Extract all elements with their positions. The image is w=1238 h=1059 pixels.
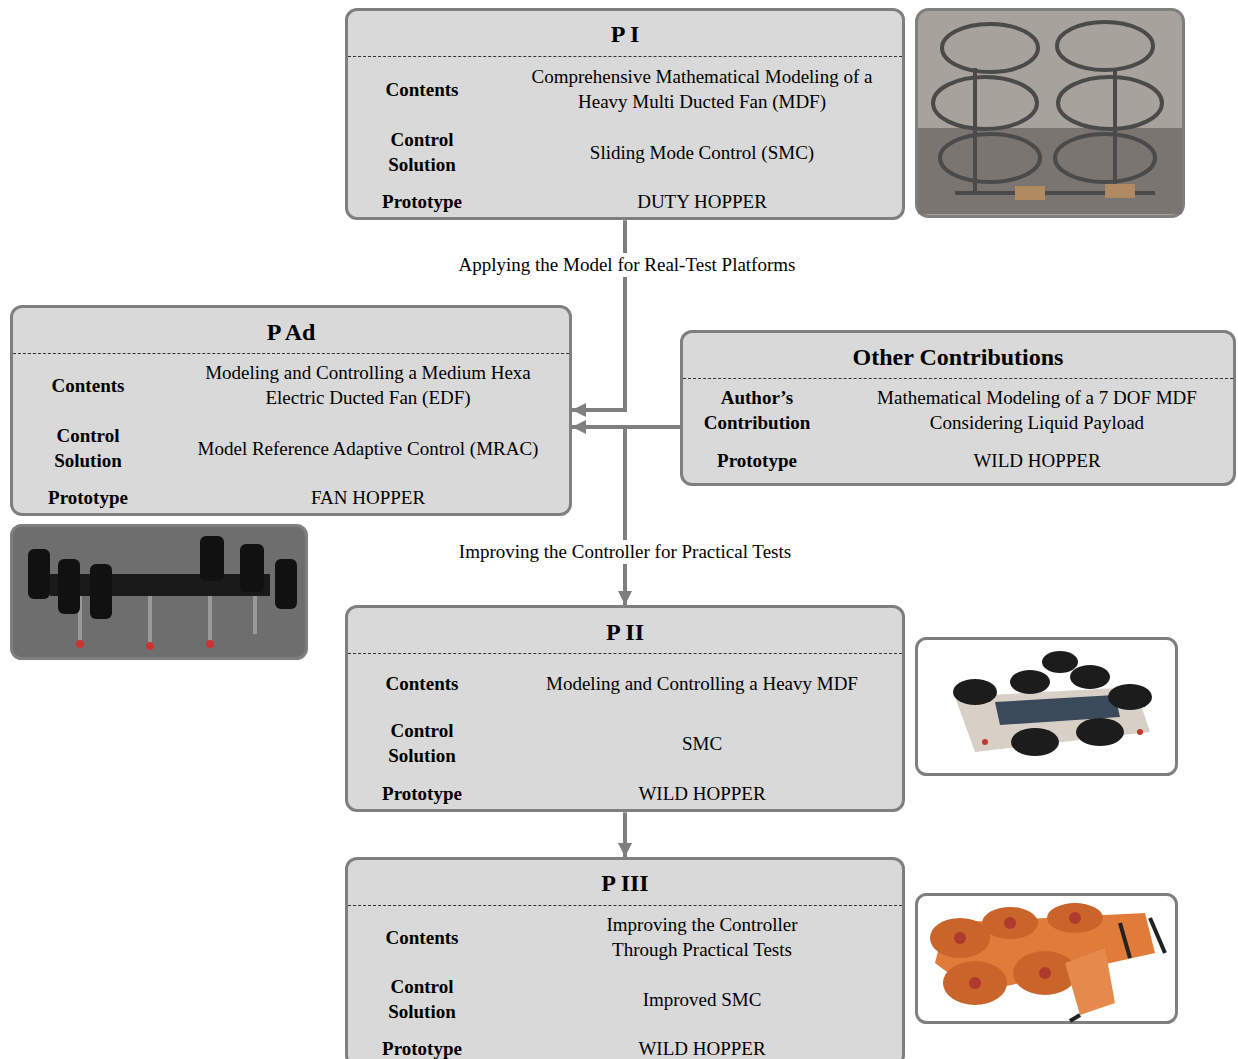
wild-hopper-render (915, 893, 1178, 1024)
row-value: SMC (507, 732, 897, 757)
fan-hopper-photo (10, 524, 308, 660)
dashed-divider (13, 353, 569, 354)
edge-label: Applying the Model for Real-Test Platfor… (453, 253, 802, 278)
box-title: P II (606, 617, 644, 648)
row-label: Prototype (23, 486, 153, 511)
row-label: Prototype (357, 782, 487, 807)
box-title: Other Contributions (853, 342, 1064, 373)
row-label: Control Solution (357, 128, 487, 177)
row-value: Mathematical Modeling of a 7 DOF MDF Con… (852, 386, 1222, 435)
edge-label: Improving the Controller for Practical T… (453, 540, 797, 565)
box-title: P III (601, 868, 648, 899)
flow-arrow (625, 427, 680, 605)
paper-box: P II Contents Modeling and Controlling a H… (345, 605, 905, 812)
row-value: DUTY HOPPER (507, 190, 897, 215)
row-value: Improving the Controller Through Practic… (572, 913, 832, 962)
dashed-divider (348, 653, 902, 654)
row-value: Comprehensive Mathematical Modeling of a… (507, 65, 897, 114)
duty-hopper-photo (915, 8, 1185, 218)
row-label: Control Solution (357, 719, 487, 768)
wild-hopper-render (915, 637, 1178, 776)
box-title: P I (611, 19, 640, 50)
row-label: Contents (357, 672, 487, 697)
row-value: WILD HOPPER (507, 1037, 897, 1059)
row-value: WILD HOPPER (852, 449, 1222, 474)
row-label: Prototype (357, 190, 487, 215)
row-value: Model Reference Adaptive Control (MRAC) (173, 437, 563, 462)
row-label: Prototype (687, 449, 827, 474)
row-value: Sliding Mode Control (SMC) (507, 141, 897, 166)
paper-box: P III Contents Improving the Controller Th… (345, 857, 905, 1059)
row-value: FAN HOPPER (178, 486, 558, 511)
flow-arrow (623, 812, 627, 857)
dashed-divider (348, 905, 902, 906)
row-label: Prototype (357, 1037, 487, 1059)
row-value: Modeling and Controlling a Heavy MDF (507, 672, 897, 697)
box-title: P Ad (267, 317, 316, 348)
row-label: Contents (23, 374, 153, 399)
paper-box: P Ad Contents Modeling and Controlling a M… (10, 305, 572, 516)
flow-arrow (572, 220, 625, 410)
row-label: Contents (357, 78, 487, 103)
row-value: Improved SMC (507, 988, 897, 1013)
row-value: Modeling and Controlling a Medium Hexa E… (178, 361, 558, 410)
dashed-divider (348, 56, 902, 57)
row-label: Contents (357, 926, 487, 951)
row-value: WILD HOPPER (507, 782, 897, 807)
paper-box: Other ContributionsAuthor’s Contribution… (680, 330, 1236, 486)
paper-box: P I Contents Comprehensive Mathematical Mo… (345, 8, 905, 220)
row-label: Control Solution (23, 424, 153, 473)
row-label: Control Solution (357, 975, 487, 1024)
dashed-divider (683, 378, 1233, 379)
row-label: Author’s Contribution (687, 386, 827, 435)
